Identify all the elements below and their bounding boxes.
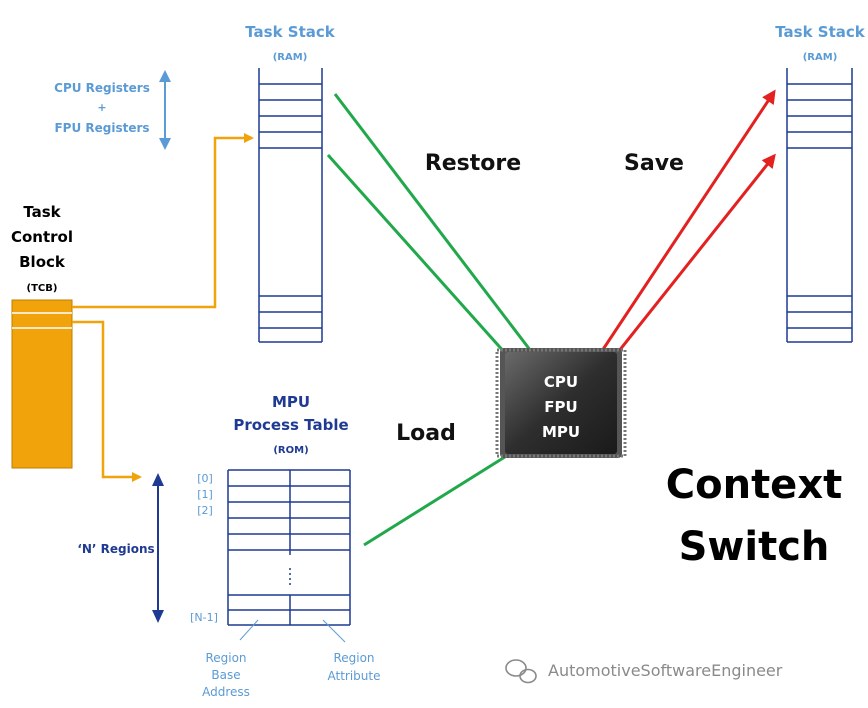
- mpu-table-subtitle: (ROM): [273, 445, 308, 456]
- chip-cpu-label: CPU: [544, 373, 578, 391]
- mpu-row-label-1: [1]: [197, 488, 213, 501]
- tcb-block: [11, 299, 73, 469]
- watermark-text: AutomotiveSoftwareEngineer: [548, 661, 783, 680]
- mpu-row-label-0: [0]: [197, 472, 213, 485]
- col2-label-line1: Region: [333, 651, 374, 665]
- right-stack-title: Task Stack: [775, 23, 866, 41]
- save-arrow-upper: [586, 89, 776, 373]
- left-stack-subtitle: (RAM): [273, 52, 308, 63]
- processor-chip: [495, 348, 627, 458]
- registers-label-cpu: CPU Registers: [54, 81, 150, 95]
- tcb-to-stack-arrow: [72, 133, 254, 309]
- col2-label-line2: Attribute: [328, 669, 381, 683]
- col1-label-line2: Base: [211, 668, 240, 682]
- registers-label-fpu: FPU Registers: [54, 121, 149, 135]
- mpu-table-title-line2: Process Table: [233, 416, 348, 434]
- restore-arrow-upper: [333, 93, 542, 366]
- registers-label-plus: +: [97, 101, 106, 114]
- tcb-label-line2: Control: [11, 228, 73, 246]
- left-stack-title: Task Stack: [245, 23, 336, 41]
- mpu-table-title-line1: MPU: [272, 393, 310, 411]
- col1-label-line1: Region: [205, 651, 246, 665]
- mpu-row-label-2: [2]: [197, 504, 213, 517]
- save-label: Save: [624, 151, 684, 176]
- chip-mpu-label: MPU: [542, 423, 580, 441]
- right-stack-subtitle: (RAM): [803, 52, 838, 63]
- headline-line2: Switch: [679, 524, 830, 570]
- tcb-to-mpu-table-arrow: [72, 320, 142, 482]
- col1-label-line3: Address: [202, 685, 250, 699]
- load-label: Load: [396, 421, 456, 446]
- col2-callout-line: [322, 619, 346, 643]
- left-task-stack: [258, 68, 323, 343]
- mpu-process-table: [227, 469, 351, 626]
- tcb-label-line1: Task: [23, 203, 61, 221]
- right-task-stack: [786, 68, 853, 343]
- col1-callout-line: [239, 619, 259, 641]
- tcb-label-line3: Block: [19, 253, 66, 271]
- wechat-icon: [505, 659, 537, 684]
- headline-line1: Context: [666, 462, 842, 508]
- registers-span-arrow: [159, 70, 171, 150]
- mpu-row-label-n-1: [N-1]: [190, 611, 218, 624]
- restore-label: Restore: [425, 151, 521, 176]
- chip-fpu-label: FPU: [544, 398, 577, 416]
- n-regions-span-arrow: [152, 473, 164, 623]
- tcb-abbr: (TCB): [27, 283, 58, 294]
- n-regions-label: ‘N’ Regions: [77, 542, 154, 556]
